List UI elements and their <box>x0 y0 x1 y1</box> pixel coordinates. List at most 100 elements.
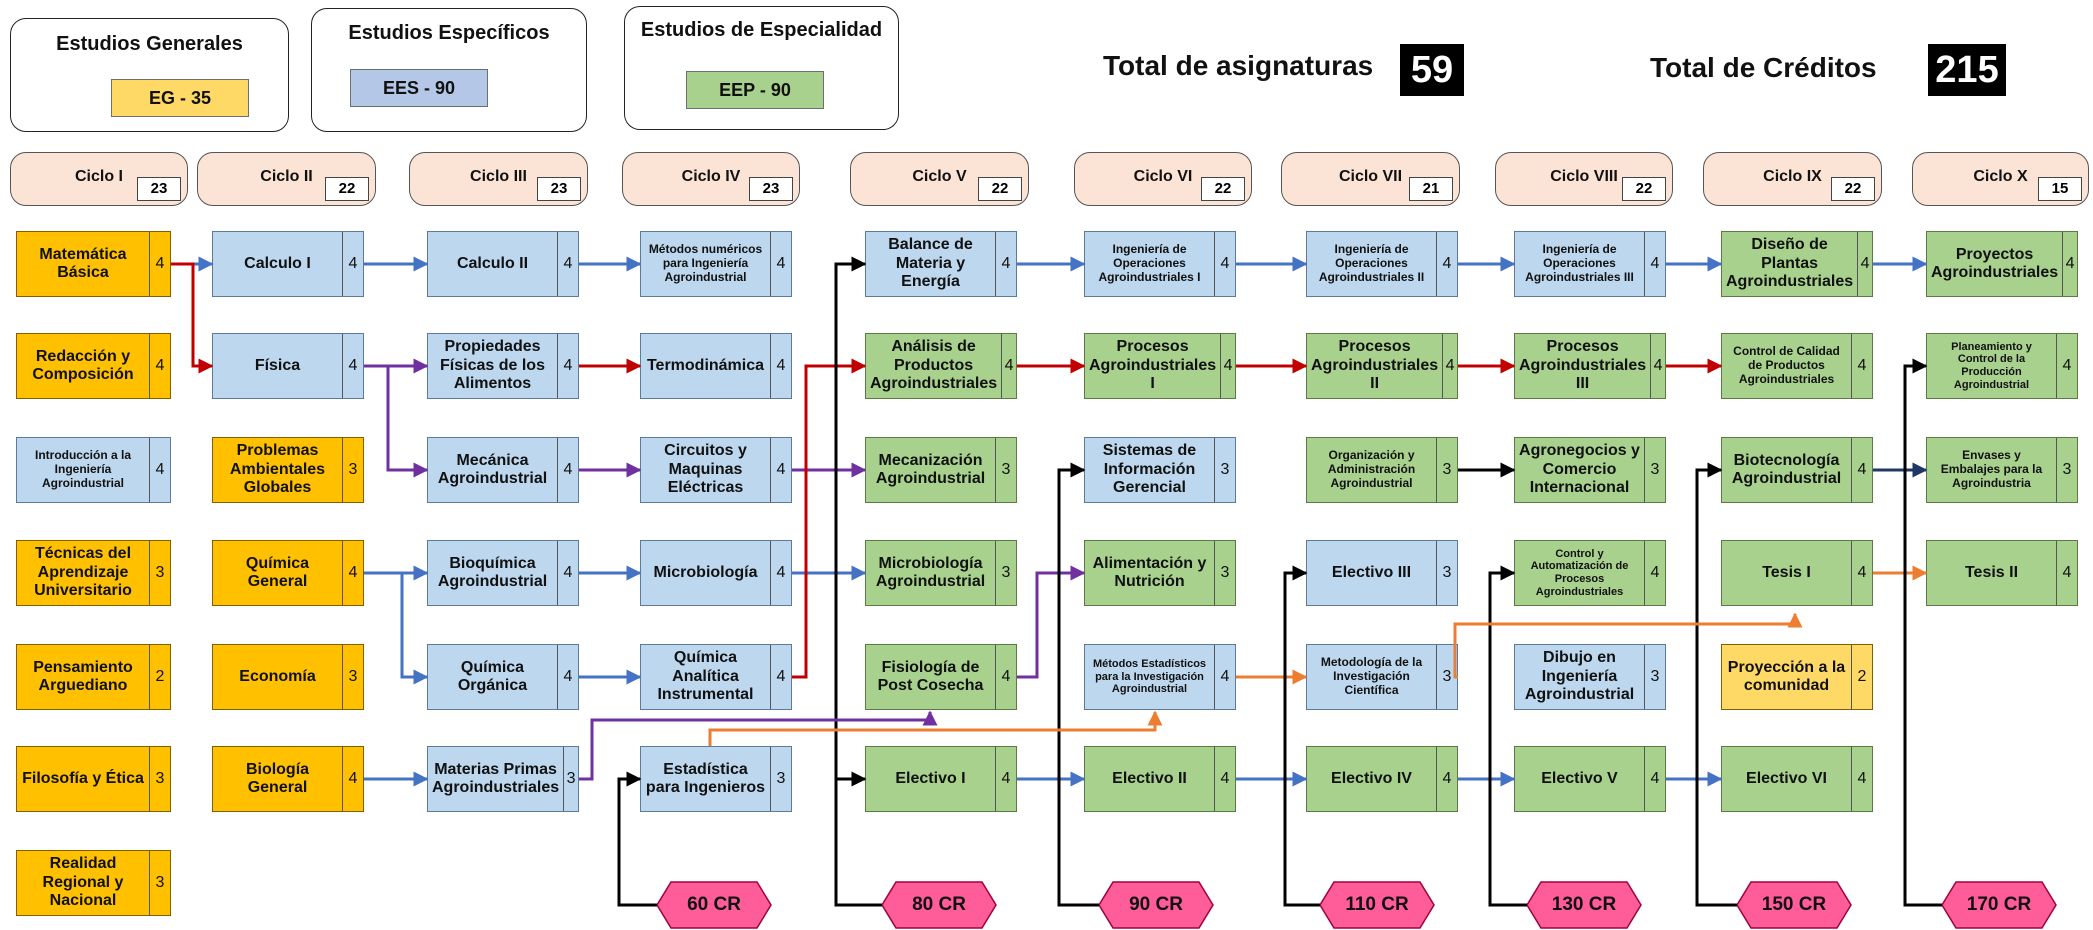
course-credits: 3 <box>1644 645 1665 709</box>
course-box[interactable]: Metodología de la Investigación Científi… <box>1306 644 1458 710</box>
course-name: Procesos Agroindustriales III <box>1519 338 1647 393</box>
cycle-label: Ciclo I <box>74 168 123 185</box>
course-credits: 4 <box>1220 334 1235 398</box>
cycle-label: Ciclo IX <box>1763 168 1822 185</box>
cycle-credit-count: 15 <box>2038 177 2082 201</box>
course-name: Química General <box>245 554 310 590</box>
course-name: Alimentación y Nutrición <box>1092 554 1207 590</box>
cycle-credit-count: 23 <box>137 177 181 201</box>
course-credits: 4 <box>1214 747 1235 811</box>
course-box[interactable]: Control y Automatización de Procesos Agr… <box>1514 540 1666 606</box>
course-box[interactable]: Ingeniería de Operaciones Agroindustrial… <box>1084 231 1236 297</box>
course-name: Mecánica Agroindustrial <box>437 451 548 487</box>
cycle-credit-count: 22 <box>1831 177 1875 201</box>
course-box[interactable]: Ingeniería de Operaciones Agroindustrial… <box>1306 231 1458 297</box>
course-box[interactable]: Control de Calidad de Productos Agroindu… <box>1721 333 1873 399</box>
course-box[interactable]: Introducción a la Ingeniería Agroindustr… <box>16 437 171 503</box>
milestone-label: 80 CR <box>912 894 966 915</box>
course-credits: 4 <box>1851 438 1872 502</box>
course-credits: 4 <box>557 232 578 296</box>
credit-milestone: 170 CR <box>1940 880 2058 930</box>
course-name: Introducción a la Ingeniería Agroindustr… <box>34 448 131 490</box>
course-name: Tesis I <box>1762 563 1811 581</box>
total-credits-label: Total de Créditos <box>1650 52 1877 83</box>
credit-milestone: 60 CR <box>655 880 773 930</box>
course-name: Procesos Agroindustriales I <box>1089 338 1217 393</box>
milestone-label: 130 CR <box>1551 894 1617 915</box>
course-box[interactable]: Métodos numéricos para Ingeniería Agroin… <box>640 231 792 297</box>
course-name: Materias Primas Agroindustriales <box>432 760 560 796</box>
credit-milestone: 110 CR <box>1318 880 1436 930</box>
course-name: Organización y Administración Agroindust… <box>1327 448 1416 490</box>
prerequisite-arrow <box>171 262 214 374</box>
cycle-credit-count: 23 <box>537 177 581 201</box>
course-name: Microbiología Agroindustrial <box>875 554 986 590</box>
course-box[interactable]: Planeamiento y Control de la Producción … <box>1926 333 2078 399</box>
cycle-label: Ciclo VIII <box>1550 168 1618 185</box>
cycle-credit-count: 22 <box>978 177 1022 201</box>
course-credits: 4 <box>770 645 791 709</box>
course-name: Ingeniería de Operaciones Agroindustrial… <box>1318 242 1425 284</box>
course-box[interactable]: Organización y Administración Agroindust… <box>1306 437 1458 503</box>
course-name: Física <box>254 356 301 374</box>
course-name: Fisiología de Post Cosecha <box>877 658 984 694</box>
course-credits: 3 <box>2056 438 2077 502</box>
course-name: Química Orgánica <box>457 658 528 694</box>
course-box[interactable]: Envases y Embalajes para la Agroindustri… <box>1926 437 2078 503</box>
course-box[interactable]: Ingeniería de Operaciones Agroindustrial… <box>1514 231 1666 297</box>
course-name: Termodinámica <box>646 356 765 374</box>
course-name: Control de Calidad de Productos Agroindu… <box>1733 344 1840 386</box>
course-box[interactable]: Métodos Estadísticos para la Investigaci… <box>1084 644 1236 710</box>
